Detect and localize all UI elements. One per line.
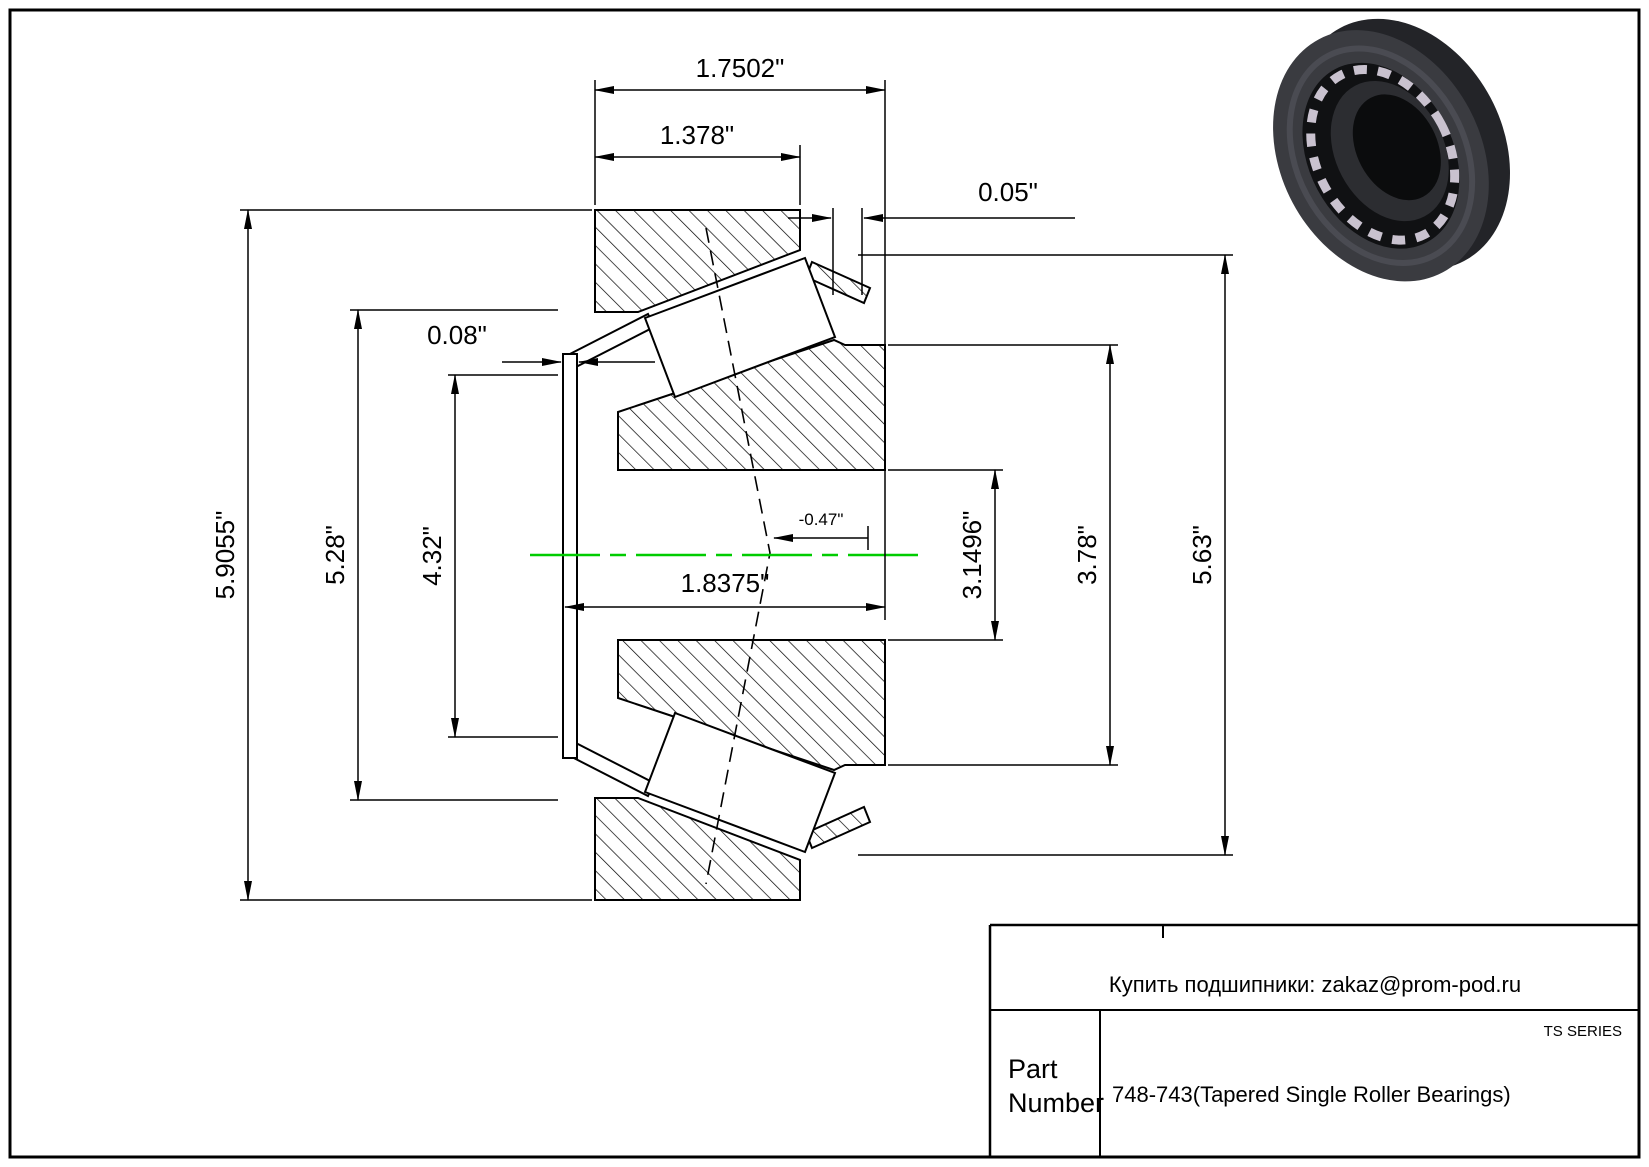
cone-bottom-section <box>617 639 886 772</box>
bearing-3d-render <box>1273 18 1510 282</box>
cage-small-end-bottom <box>564 739 656 798</box>
title-block: Купить подшипники: zakaz@prom-pod.ru TS … <box>988 923 1639 1157</box>
dim-cup-od-label: 5.9055" <box>210 511 240 600</box>
dim-cup-width-label: 1.378" <box>660 120 734 150</box>
bearing-3d-rollers <box>1306 65 1460 245</box>
contact-text: Купить подшипники: zakaz@prom-pod.ru <box>1109 972 1521 997</box>
series-label: TS SERIES <box>1544 1023 1622 1040</box>
roller-axis-line <box>705 227 771 885</box>
cup-top-section <box>594 209 801 313</box>
dim-cage-id-label: 4.32" <box>417 526 447 586</box>
dim-cone-width-label: 1.8375" <box>681 568 770 598</box>
dim-flange-diameter-label: 5.63" <box>1187 525 1217 585</box>
dim-cage-od-label: 5.28" <box>320 525 350 585</box>
dim-cage-lip-label: 0.08" <box>427 320 487 350</box>
part-label-line1: Part <box>1008 1054 1058 1084</box>
cage-small-end-top <box>564 312 656 371</box>
bearing-3d-outer-edge <box>1286 45 1476 267</box>
bearing-cross-section <box>530 209 920 901</box>
dimensions: 1.7502" 1.378" 0.05" 0.08" 5.9055" 5.28"… <box>210 53 1233 901</box>
cup-bottom-section <box>594 797 801 901</box>
bearing-3d-bore <box>1352 94 1441 201</box>
dim-bore-label: 3.1496" <box>957 511 987 600</box>
dim-load-center-label: -0.47" <box>799 510 844 529</box>
roller-bottom <box>643 711 837 854</box>
part-label-line2: Number <box>1008 1088 1104 1118</box>
part-number-value: 748-743(Tapered Single Roller Bearings) <box>1112 1082 1511 1107</box>
sheet-border <box>8 8 1641 1159</box>
roller-top <box>643 256 837 399</box>
dim-standout-label: 0.05" <box>978 177 1038 207</box>
dim-overall-width-label: 1.7502" <box>696 53 785 83</box>
dim-rib-diameter-label: 3.78" <box>1072 525 1102 585</box>
